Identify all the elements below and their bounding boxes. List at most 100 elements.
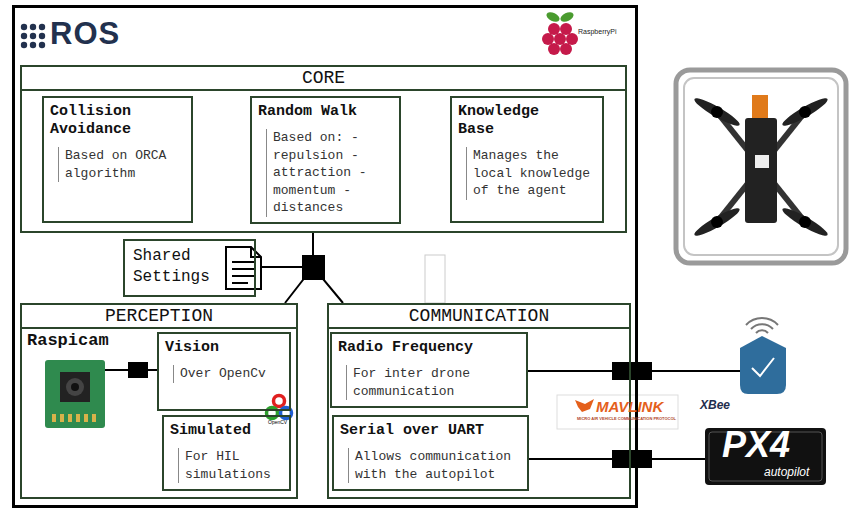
raspberry-logo — [566, 33, 578, 45]
camera-board — [76, 414, 80, 422]
raspberry-logo — [542, 33, 554, 45]
opencv-logo — [274, 396, 285, 407]
document-icon — [232, 268, 255, 270]
ros-dots — [30, 24, 36, 30]
camera-board — [71, 383, 79, 391]
text-label: MICRO AIR VEHICLE COMMUNICATION PROTOCOL — [577, 417, 676, 421]
document-icon — [251, 247, 261, 257]
drone-picture — [684, 78, 838, 255]
uart-link — [612, 450, 652, 468]
text-label: PX4 — [722, 427, 790, 463]
raspberry-logo — [559, 10, 575, 23]
raspberry-logo — [560, 43, 572, 55]
section-title: COMMUNICATION — [329, 305, 629, 329]
ros-dots — [21, 33, 27, 39]
xbee-icon — [752, 358, 774, 376]
text-label: MAVLINK — [596, 399, 663, 414]
section-band: COMMUNICATION Radio FrequencyFor inter dr… — [327, 303, 631, 499]
document-icon — [232, 282, 248, 284]
box-title: Serial over UART — [340, 422, 521, 440]
module-box: Radio FrequencyFor inter drone communica… — [330, 332, 528, 408]
raspberry-logo — [545, 10, 561, 23]
drone-picture — [799, 106, 811, 118]
ros-dots — [39, 42, 45, 48]
module-box: Shared Settings — [123, 239, 256, 297]
raspberry-logo — [548, 43, 560, 55]
box-title: Shared Settings — [133, 246, 216, 288]
junction-square — [302, 255, 325, 280]
xbee-icon — [740, 336, 786, 394]
box-title: Knowledge Base — [458, 103, 557, 139]
camera-link — [128, 362, 148, 378]
ros-dots — [21, 24, 45, 48]
box-description: For HIL simulations — [178, 448, 283, 483]
box-title: Radio Frequency — [338, 339, 520, 357]
drone-picture — [799, 216, 811, 228]
text-label: Raspicam — [27, 332, 109, 349]
box-description: For inter drone communication — [346, 365, 520, 400]
xbee-icon — [751, 324, 773, 329]
camera-board — [45, 360, 105, 428]
ros-dots — [21, 42, 27, 48]
drone-picture — [755, 155, 769, 168]
box-description: Based on ORCA algorithm — [58, 147, 185, 182]
opencv-logo — [262, 392, 297, 430]
logo-title: ROS — [50, 16, 120, 52]
camera-board — [92, 414, 96, 422]
text-label: OpenCV — [268, 420, 287, 425]
ros-dots — [21, 24, 27, 30]
box-description: Manages the local knowledge of the agent — [466, 147, 596, 200]
module-box: SimulatedFor HIL simulations — [162, 415, 291, 491]
px4-logo — [705, 428, 826, 485]
junction-square — [302, 255, 325, 280]
ros-dots — [30, 42, 36, 48]
xbee-icon — [756, 330, 768, 333]
box-description: Over OpenCv — [173, 365, 283, 383]
raspberry-logo — [554, 33, 566, 45]
module-box: VisionOver OpenCv — [157, 332, 291, 411]
module-box: Serial over UARTAllows communication wit… — [332, 415, 529, 491]
raspberry-logo — [548, 23, 560, 35]
drone-picture — [676, 70, 846, 263]
opencv-logo — [262, 392, 297, 430]
camera-link — [105, 362, 157, 378]
module-box: Knowledge BaseManages the local knowledg… — [450, 96, 604, 223]
text-label: XBee — [700, 399, 730, 411]
module-box: Random WalkBased on: - repulsion - attra… — [250, 96, 401, 224]
box-title: Vision — [165, 339, 283, 357]
section-band: CORECollision AvoidanceBased on ORCA alg… — [20, 65, 627, 233]
mavlink-logo — [557, 395, 678, 429]
radio-link — [612, 362, 652, 380]
document-icon — [232, 261, 255, 263]
drone-picture — [780, 95, 830, 130]
empty-slot — [425, 255, 445, 303]
ros-dots — [30, 33, 36, 39]
camera-board — [66, 378, 84, 396]
camera-board — [84, 414, 88, 422]
module-box: Collision AvoidanceBased on ORCA algorit… — [42, 96, 193, 223]
radio-link — [528, 362, 740, 380]
box-title: Simulated — [170, 422, 283, 440]
box-title: Random Walk — [258, 103, 393, 121]
drone-picture — [711, 216, 723, 228]
drone-picture — [692, 95, 742, 130]
camera-board — [60, 414, 64, 422]
box-description: Based on: - repulsion - attraction - mom… — [266, 129, 371, 217]
mavlink-logo — [575, 399, 594, 412]
raspberry-logo — [542, 10, 578, 55]
empty-slot — [425, 255, 445, 303]
ros-dots — [39, 24, 45, 30]
camera-board — [45, 360, 105, 428]
drone-picture — [745, 118, 777, 223]
system-frame: ROS CORECollision AvoidanceBased on ORCA … — [12, 5, 638, 508]
mavlink-logo — [557, 395, 678, 429]
uart-link — [529, 450, 705, 468]
text-label: RaspberryPi — [578, 28, 617, 35]
ros-dots — [39, 33, 45, 39]
camera-board — [68, 414, 72, 422]
drone-picture — [711, 106, 723, 118]
drone-picture — [752, 95, 768, 120]
document-icon — [232, 275, 255, 277]
box-title: Collision Avoidance — [50, 103, 149, 139]
